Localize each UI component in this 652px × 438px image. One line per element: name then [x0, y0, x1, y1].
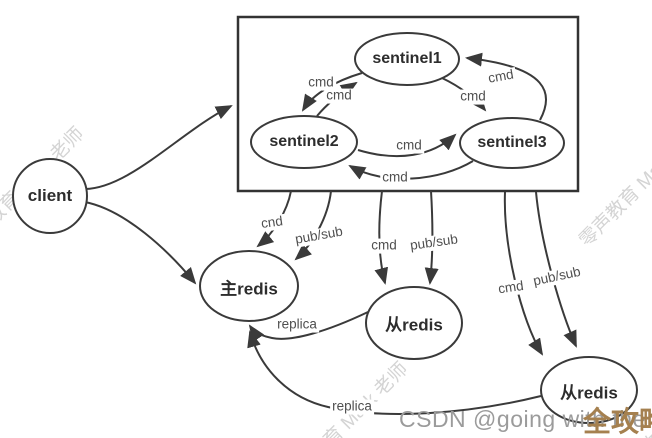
edge-label-s1-s3-cmd: cmd — [458, 88, 488, 105]
node-master-label: 主redis — [220, 279, 278, 299]
edge-client-master — [84, 201, 197, 285]
node-slave2-label: 从redis — [560, 383, 618, 403]
node-slave1-label: 从redis — [385, 315, 443, 335]
edge-label-s2-s3-cmd: cmd — [394, 137, 424, 154]
node-client-shape — [12, 158, 88, 234]
node-sentinel1-shape — [354, 32, 460, 86]
node-sentinel2-shape — [250, 115, 358, 169]
edge-s3-s2 — [348, 160, 474, 180]
edge-s3-s1 — [465, 52, 548, 121]
csdn-watermark-badge: 全攻略 — [583, 406, 652, 437]
edge-s2-s3 — [357, 133, 457, 158]
node-sentinel2-label: sentinel2 — [269, 133, 339, 150]
csdn-watermark-text: CSDN @going with the — [399, 406, 646, 432]
node-sentinel3-label: sentinel3 — [477, 134, 547, 151]
edge-label-box-slave1-cmd: cmd — [369, 237, 399, 254]
edge-box-master-pubsub — [294, 190, 332, 261]
edge-label-slave1-replica: replica — [275, 316, 319, 333]
edge-label-slave2-replica: replica — [330, 398, 374, 415]
node-slave1-shape — [365, 286, 463, 360]
node-sentinel3-shape — [459, 117, 565, 169]
node-slave2-shape — [540, 356, 638, 424]
edge-client-box — [84, 105, 233, 190]
edge-label-s3-s2-cmd: cmd — [380, 169, 410, 186]
node-sentinel1-label: sentinel1 — [372, 50, 442, 67]
edge-label-s1-s2-cmd: cmd — [306, 74, 336, 91]
node-client-label: client — [27, 186, 73, 205]
edge-label-s2-s1-cmd: cmd — [324, 87, 354, 104]
node-master-shape — [199, 250, 299, 322]
